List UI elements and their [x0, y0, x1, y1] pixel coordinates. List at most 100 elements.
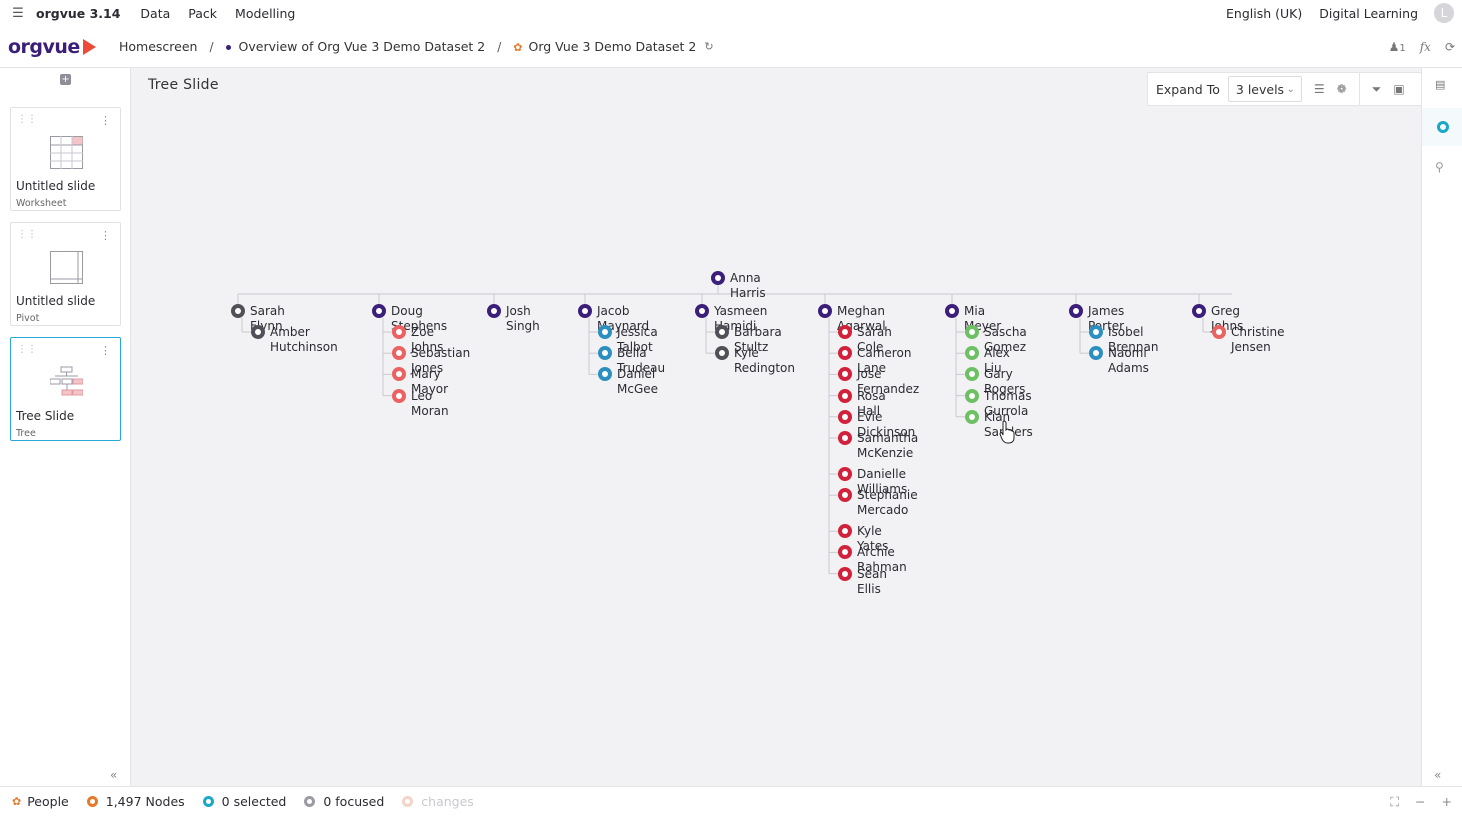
- collapse-left-panel-icon[interactable]: «: [110, 768, 118, 782]
- slide-menu-icon[interactable]: ⋮: [100, 344, 111, 357]
- zoom-in-icon[interactable]: +: [1441, 793, 1452, 809]
- drag-handle-icon[interactable]: ⋮⋮: [17, 114, 37, 125]
- tree-node-report[interactable]: Cameron Lane: [838, 346, 911, 376]
- tree-connector-lines: [237, 285, 1232, 575]
- status-nodes-label: 1,497 Nodes: [105, 794, 185, 809]
- tree-node-report[interactable]: Jessica Talbot: [598, 325, 658, 355]
- list-view-icon[interactable]: ☰: [1313, 82, 1325, 96]
- search-icon[interactable]: ⚲: [1435, 160, 1444, 174]
- tree-node-manager[interactable]: Josh Singh: [487, 304, 540, 334]
- node-marker-icon: [838, 325, 852, 339]
- node-marker-icon: [598, 367, 612, 382]
- changes-icon: [402, 796, 414, 807]
- tree-node-report[interactable]: Kyle Yates: [838, 524, 888, 554]
- tree-node-report[interactable]: Samantha McKenzie: [838, 431, 918, 461]
- slide-menu-icon[interactable]: ⋮: [100, 229, 111, 242]
- tree-node-report[interactable]: Naomi Adams: [1089, 346, 1149, 376]
- tree-node-root[interactable]: Anna Harris: [711, 271, 766, 301]
- expand-to-label: Expand To: [1156, 81, 1220, 97]
- workspace-name[interactable]: Digital Learning: [1319, 5, 1418, 21]
- properties-icon[interactable]: ▤: [1435, 78, 1446, 91]
- breadcrumb-overview[interactable]: Overview of Org Vue 3 Demo Dataset 2: [225, 39, 485, 54]
- node-name: Gary Rogers: [984, 367, 1026, 397]
- tree-node-report[interactable]: Mary Mayor: [392, 367, 448, 397]
- logo-mark-icon: [82, 38, 96, 55]
- node-name: Stephanie Mercado: [857, 488, 918, 518]
- refresh-dataset-icon[interactable]: ↻: [704, 40, 714, 53]
- toolbar-divider: [1358, 72, 1360, 106]
- node-name: Leo Moran: [411, 388, 449, 418]
- menu-pack[interactable]: Pack: [188, 5, 218, 21]
- tree-node-report[interactable]: Jose Fernandez: [838, 367, 919, 397]
- node-marker-icon: [838, 467, 852, 481]
- paw-icon: ✿: [12, 795, 22, 808]
- status-selected-label: 0 selected: [221, 794, 287, 809]
- tree-node-report[interactable]: Sascha Gomez: [965, 325, 1027, 355]
- tree-node-report[interactable]: Rosa Hall: [838, 388, 886, 419]
- drag-handle-icon[interactable]: ⋮⋮: [17, 344, 37, 355]
- sync-icon[interactable]: ⟳: [1444, 39, 1455, 54]
- slide-card-pivot[interactable]: ⋮⋮ ⋮ Untitled slide Pivot: [10, 222, 121, 326]
- tree-node-manager[interactable]: Greg Johns: [1192, 304, 1243, 334]
- drag-handle-icon[interactable]: ⋮⋮: [17, 229, 37, 240]
- node-name: Jessica Talbot: [617, 325, 658, 354]
- breadcrumb-home[interactable]: Homescreen: [119, 39, 198, 54]
- expand-levels-select[interactable]: 3 levels ⌄: [1227, 76, 1302, 102]
- node-marker-icon: [1069, 304, 1083, 318]
- focus-tool-button[interactable]: [1422, 108, 1462, 146]
- node-marker-icon: [251, 325, 265, 339]
- tree-node-report[interactable]: Isobel Brennan: [1089, 325, 1158, 355]
- tree-node-report[interactable]: Sarah Cole: [838, 325, 892, 355]
- status-changes[interactable]: changes: [402, 794, 474, 809]
- add-slide-icon[interactable]: +: [60, 74, 71, 85]
- slide-menu-icon[interactable]: ⋮: [100, 114, 111, 127]
- slide-title-heading: Tree Slide: [148, 77, 219, 93]
- tree-node-report[interactable]: Sebastian Jones: [392, 346, 470, 376]
- tree-node-report[interactable]: Stephanie Mercado: [838, 488, 922, 518]
- tree-node-report[interactable]: Christine Jensen: [1212, 325, 1285, 355]
- node-name: Bella Trudeau: [617, 346, 666, 376]
- language-selector[interactable]: English (UK): [1226, 5, 1303, 21]
- tree-node-report[interactable]: Thomas Gurrola: [965, 388, 1032, 419]
- focused-icon: [304, 796, 316, 807]
- status-focused[interactable]: 0 focused: [304, 794, 384, 809]
- palette-icon[interactable]: ❁: [1336, 82, 1347, 96]
- fullscreen-icon[interactable]: ⛶: [1390, 793, 1400, 809]
- hamburger-menu-icon[interactable]: ☰: [12, 5, 24, 21]
- slide-card-worksheet[interactable]: ⋮⋮ ⋮ Untitled slide Worksheet: [10, 107, 121, 211]
- tree-node-report[interactable]: Leo Moran: [392, 388, 449, 419]
- chevron-down-icon: ⌄: [1286, 83, 1295, 95]
- tree-node-report[interactable]: Zoe Johns: [392, 325, 443, 355]
- tree-node-report[interactable]: Gary Rogers: [965, 367, 1025, 397]
- tree-node-report[interactable]: Archie Rahman: [838, 545, 907, 575]
- users-count[interactable]: ♟1: [1388, 39, 1406, 54]
- tree-node-report[interactable]: Barbara Stultz: [715, 325, 782, 355]
- orgvue-logo[interactable]: orgvue: [8, 36, 119, 58]
- breadcrumb-dataset[interactable]: ✿Org Vue 3 Demo Dataset 2: [513, 39, 696, 54]
- menu-data[interactable]: Data: [140, 5, 171, 21]
- slide-card-tree[interactable]: ⋮⋮ ⋮ Tree Slide Tree: [10, 337, 121, 441]
- tree-node-report[interactable]: Bella Trudeau: [598, 346, 665, 376]
- tree-node-report[interactable]: Sean Ellis: [838, 566, 887, 597]
- filter-icon[interactable]: ⏷: [1371, 81, 1382, 96]
- node-name: Anna Harris: [730, 271, 766, 300]
- tree-node-report[interactable]: Alex Liu: [965, 346, 1010, 376]
- tree-node-report[interactable]: Evie Dickinson: [838, 409, 915, 440]
- collapse-right-panel-icon[interactable]: «: [1434, 768, 1442, 782]
- status-people[interactable]: ✿ People: [12, 794, 69, 809]
- tree-node-report[interactable]: Kyle Redington: [715, 346, 795, 376]
- user-avatar[interactable]: L: [1434, 3, 1454, 23]
- node-marker-icon: [392, 367, 406, 382]
- panel-toggle-icon[interactable]: ▣: [1393, 82, 1405, 96]
- node-marker-icon: [965, 388, 979, 403]
- status-nodes[interactable]: 1,497 Nodes: [86, 794, 185, 809]
- node-marker-icon: [838, 409, 852, 424]
- tree-node-report[interactable]: Danielle Williams: [838, 467, 907, 497]
- formula-icon[interactable]: fx: [1419, 39, 1431, 54]
- worksheet-thumbnail-icon: [50, 136, 83, 169]
- tree-node-report[interactable]: Daniel McGee: [598, 367, 658, 397]
- tree-node-report[interactable]: Amber Hutchinson: [251, 325, 338, 355]
- zoom-out-icon[interactable]: −: [1415, 793, 1426, 809]
- menu-modelling[interactable]: Modelling: [235, 5, 296, 21]
- status-selected[interactable]: 0 selected: [202, 794, 287, 809]
